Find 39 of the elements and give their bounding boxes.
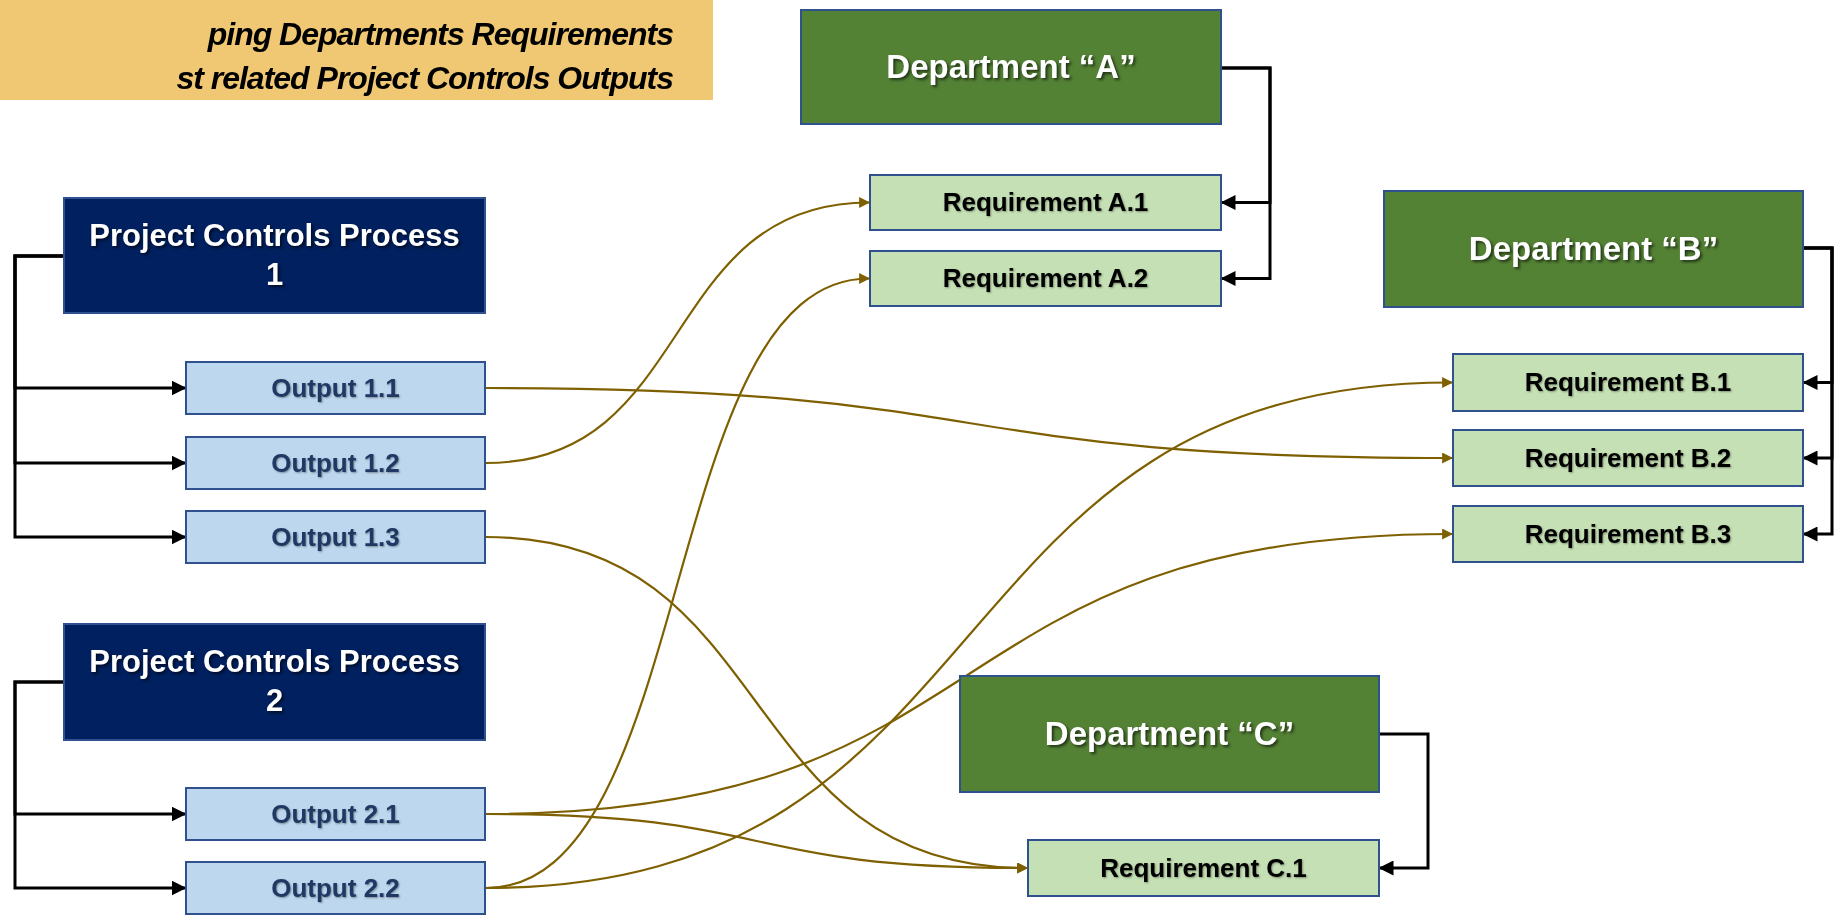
node-label: Requirement B.3 (1524, 517, 1732, 551)
node-label: Output 2.1 (271, 797, 400, 831)
arrow (486, 386, 1454, 464)
requirement-box (1452, 505, 1804, 563)
node-label: Output 1.1 (271, 371, 400, 405)
node-label: Requirement B.2 (1524, 441, 1732, 475)
department-box (1383, 190, 1804, 308)
output-box (185, 436, 486, 490)
process-box (63, 197, 486, 314)
arrow (13, 254, 187, 545)
requirement-box (1027, 839, 1380, 897)
node-label: Project Controls Process 1 (88, 216, 461, 294)
requirement-box (1452, 429, 1804, 487)
requirement-box (869, 250, 1222, 307)
arrow (485, 198, 871, 465)
node-label: Department “A” (886, 47, 1136, 88)
requirement-box (869, 174, 1222, 231)
arrow (485, 377, 1454, 890)
node-label: Project Controls Process 2 (88, 643, 461, 720)
process-box (63, 623, 486, 741)
output-box (185, 510, 486, 564)
node-label: Department “B” (1468, 229, 1719, 270)
arrow (13, 680, 187, 896)
node-label: Department “C” (1044, 714, 1295, 755)
node-label: Output 1.2 (271, 446, 400, 480)
arrow (486, 812, 1029, 874)
output-box (185, 361, 486, 415)
title: ping Departments Requirements st related Project Controls Outputs (176, 15, 673, 98)
department-box (959, 675, 1380, 793)
requirement-box (1452, 353, 1804, 412)
node-label: Requirement A.2 (942, 262, 1149, 295)
department-box (800, 9, 1222, 125)
output-box (185, 861, 486, 915)
node-label: Requirement B.1 (1524, 366, 1732, 399)
output-box (185, 787, 486, 841)
node-label: Requirement C.1 (1100, 851, 1307, 885)
node-label: Requirement A.1 (942, 186, 1149, 219)
node-label: Output 2.2 (271, 871, 400, 905)
node-label: Output 1.3 (271, 520, 400, 554)
